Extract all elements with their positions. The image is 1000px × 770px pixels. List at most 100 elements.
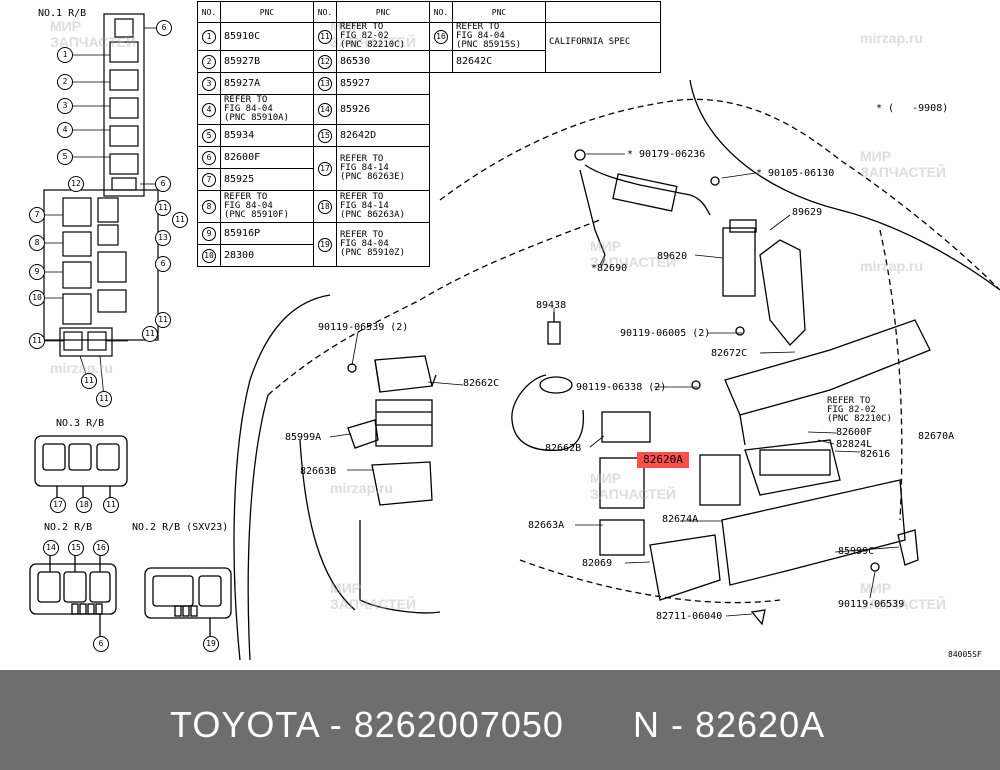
table-cell-no: 19 bbox=[313, 222, 337, 267]
header-pnc: PNC bbox=[336, 1, 430, 23]
callout-6: 6 bbox=[155, 256, 171, 272]
table-cell-pnc: 82600F bbox=[220, 146, 314, 169]
table-cell-pnc: REFER TO FIG 84-04 (PNC 85910Z) bbox=[336, 222, 430, 267]
footer-brand-part-number: TOYOTA - 8262007050 bbox=[170, 704, 564, 745]
callout-11: 11 bbox=[142, 326, 158, 342]
part-label: 82069 bbox=[582, 558, 613, 569]
diagram-drawing bbox=[29, 13, 1000, 661]
table-cell-no: 11 bbox=[313, 22, 337, 51]
table-cell-pnc: REFER TO FIG 84-04 (PNC 85910A) bbox=[220, 94, 314, 125]
header-no: NO. bbox=[313, 1, 337, 23]
relay-block-no3-label: NO.3 R/B bbox=[56, 418, 105, 429]
part-label: 82663A bbox=[528, 520, 565, 531]
part-label: * 90105-06130 bbox=[756, 168, 835, 179]
table-cell-no: 4 bbox=[197, 94, 221, 125]
callout-11: 11 bbox=[96, 391, 112, 407]
callout-8: 8 bbox=[29, 235, 45, 251]
table-cell-no: 8 bbox=[197, 190, 221, 223]
table-cell-pnc: 85927B bbox=[220, 50, 314, 73]
note-star: * ( -9908) bbox=[876, 103, 949, 114]
callout-1: 1 bbox=[57, 47, 73, 63]
part-label: *82690 bbox=[591, 263, 628, 274]
part-label: 90119-06005 (2) bbox=[620, 328, 711, 339]
part-label: 89438 bbox=[536, 300, 567, 311]
table-cell-no: 9 bbox=[197, 222, 221, 245]
table-cell-pnc: REFER TO FIG 84-04 (PNC 85915S) bbox=[452, 22, 546, 51]
header-blank bbox=[545, 1, 661, 23]
callout-11: 11 bbox=[29, 333, 45, 349]
part-label: 82600F bbox=[836, 427, 873, 438]
callout-12: 12 bbox=[68, 176, 84, 192]
relay-block-no1-label: NO.1 R/B bbox=[38, 8, 87, 19]
table-cell-no: 1 bbox=[197, 22, 221, 51]
table-cell-pnc: 28300 bbox=[220, 244, 314, 267]
table-cell-pnc: 85916P bbox=[220, 222, 314, 245]
table-cell-pnc: REFER TO FIG 84-14 (PNC 86263E) bbox=[336, 146, 430, 191]
watermark-site: mirzap.ru bbox=[50, 360, 114, 376]
callout-6: 6 bbox=[155, 176, 171, 192]
header-pnc: PNC bbox=[452, 1, 546, 23]
table-cell-pnc: 82642D bbox=[336, 124, 430, 147]
table-cell-pnc: REFER TO FIG 84-14 (PNC 86263A) bbox=[336, 190, 430, 223]
part-label: 82662C bbox=[463, 378, 500, 389]
table-cell-no: 16 bbox=[429, 22, 453, 51]
callout-11: 11 bbox=[172, 212, 188, 228]
callout-11: 11 bbox=[155, 200, 171, 216]
table-cell-no: 10 bbox=[197, 244, 221, 267]
table-cell-no: 18 bbox=[313, 190, 337, 223]
part-label: 85999C bbox=[838, 546, 875, 557]
table-cell-no: 13 bbox=[313, 72, 337, 95]
watermark-site: mirzap.ru bbox=[330, 480, 394, 496]
table-cell-pnc: 85927A bbox=[220, 72, 314, 95]
callout-9: 9 bbox=[29, 264, 45, 280]
callout-16: 16 bbox=[93, 540, 109, 556]
callout-2: 2 bbox=[57, 74, 73, 90]
part-label: 82674A bbox=[662, 514, 699, 525]
table-cell-no: 17 bbox=[313, 146, 337, 191]
table-cell-pnc: REFER TO FIG 82-02 (PNC 82210C) bbox=[336, 22, 430, 51]
part-label: 82824L bbox=[836, 439, 873, 450]
callout-7: 7 bbox=[29, 207, 45, 223]
part-label: 89629 bbox=[792, 207, 823, 218]
table-cell-no: 6 bbox=[197, 146, 221, 169]
callout-11: 11 bbox=[103, 497, 119, 513]
callout-6: 6 bbox=[156, 20, 172, 36]
header-pnc: PNC bbox=[220, 1, 314, 23]
table-cell-no: 3 bbox=[197, 72, 221, 95]
table-cell-no: 5 bbox=[197, 124, 221, 147]
callout-11: 11 bbox=[81, 373, 97, 389]
table-cell-pnc: REFER TO FIG 84-04 (PNC 85910F) bbox=[220, 190, 314, 223]
callout-5: 5 bbox=[57, 149, 73, 165]
table-cell-no: 12 bbox=[313, 50, 337, 73]
table-cell-no: 14 bbox=[313, 94, 337, 125]
highlighted-part-label: 82620A bbox=[637, 452, 689, 468]
part-label: * 90179-06236 bbox=[627, 149, 706, 160]
pnc-table: NO. PNC NO. PNC NO. PNC 1 85910C 11 REFE… bbox=[197, 1, 661, 267]
header-no: NO. bbox=[429, 1, 453, 23]
table-cell-no: 15 bbox=[313, 124, 337, 147]
table-cell-pnc: 85926 bbox=[336, 94, 430, 125]
table-empty bbox=[430, 73, 661, 267]
part-label: 90119-06539 (2) bbox=[318, 322, 409, 333]
california-spec: CALIFORNIA SPEC bbox=[545, 22, 661, 73]
table-cell-pnc: 85925 bbox=[220, 168, 314, 191]
part-label: 82663B bbox=[300, 466, 337, 477]
relay-block-no2-sxv23-label: NO.2 R/B (SXV23) bbox=[132, 522, 229, 533]
callout-17: 17 bbox=[50, 497, 66, 513]
callout-13: 13 bbox=[155, 230, 171, 246]
part-label: 82616 bbox=[860, 449, 891, 460]
part-label: 82711-06040 bbox=[656, 611, 723, 622]
callout-4: 4 bbox=[57, 122, 73, 138]
table-cell-no: 7 bbox=[197, 168, 221, 191]
part-label: 82662B bbox=[545, 443, 582, 454]
part-label: 90119-06539 bbox=[838, 599, 905, 610]
part-label: 89620 bbox=[657, 251, 688, 262]
table-cell-pnc: 85910C bbox=[220, 22, 314, 51]
